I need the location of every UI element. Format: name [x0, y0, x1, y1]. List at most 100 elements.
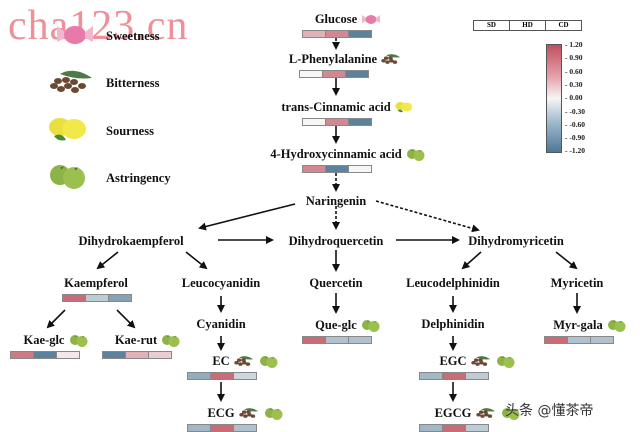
node-kaerut: Kae-rut	[115, 333, 157, 348]
heatmap-cell-hd	[326, 31, 349, 37]
taste-icons	[157, 331, 182, 349]
node-label: EGC	[439, 354, 467, 368]
node-label: Leucocyanidin	[181, 276, 261, 290]
column-label-cd: CD	[558, 21, 569, 29]
node-label: L-Phenylalanine	[288, 52, 378, 66]
colorbar	[546, 44, 562, 153]
node-delphinidin: Delphinidin	[421, 317, 484, 332]
heatmap-cell-cd	[349, 119, 371, 125]
node-label: ECG	[207, 406, 235, 420]
heatmap-cell-cd	[466, 425, 488, 431]
heatmap-cell-sd	[420, 373, 443, 379]
legend-label-astringency: Astringency	[106, 171, 171, 185]
node-label: EC	[212, 354, 230, 368]
taste-icons	[467, 352, 517, 370]
taste-icons	[357, 10, 382, 28]
node-label: trans-Cinnamic acid	[281, 100, 391, 114]
node-label: Glucose	[314, 12, 358, 26]
node-dihydromyricetin: Dihydromyricetin	[468, 234, 564, 249]
coffee-beans-icon	[233, 356, 253, 367]
heatmap-bar	[299, 70, 369, 78]
taste-icons	[391, 98, 414, 116]
candy-icon	[362, 15, 380, 25]
coffee-beans-icon	[381, 54, 401, 65]
legend-label-sweetness: Sweetness	[106, 29, 160, 43]
node-kaempferol: Kaempferol	[64, 276, 128, 291]
persimmon-icon	[501, 407, 519, 420]
heatmap-bar	[302, 336, 372, 344]
taste-icons	[603, 316, 628, 334]
taste-icons	[377, 50, 402, 68]
column-label-sd: SD	[474, 21, 510, 30]
legend-label-bitterness: Bitterness	[106, 76, 160, 90]
heatmap-cell-sd	[303, 31, 326, 37]
taste-icons	[472, 404, 522, 422]
colorbar-tick: - 0.90	[565, 53, 583, 63]
heatmap-cell-sd	[103, 352, 126, 358]
arrow-dihydrokaempferol-to-leucocyanidin	[185, 251, 208, 270]
heatmap-cell-cd	[349, 31, 371, 37]
heatmap-cell-cd	[234, 373, 256, 379]
heatmap-cell-hd	[86, 295, 109, 301]
lemon-icon	[394, 102, 412, 113]
heatmap-cell-hd	[443, 373, 466, 379]
heatmap-cell-hd	[326, 119, 349, 125]
heatmap-bar	[102, 351, 172, 359]
column-label-hd: HD	[510, 21, 546, 30]
node-naringenin: Naringenin	[306, 194, 366, 209]
node-quercetin: Quercetin	[309, 276, 362, 291]
taste-icons	[235, 404, 285, 422]
lemon-icon	[49, 118, 86, 141]
heatmap-cell-cd	[349, 166, 371, 172]
node-myrgala: Myr-gala	[553, 318, 603, 333]
node-ec: EC	[212, 354, 229, 369]
node-dihydrokaempferol: Dihydrokaempferol	[78, 234, 183, 249]
heatmap-cell-hd	[326, 166, 349, 172]
colorbar-tick: - -0.90	[565, 133, 585, 143]
heatmap-cell-cd	[149, 352, 171, 358]
persimmon-icon	[362, 319, 380, 332]
node-label: Que-glc	[315, 318, 357, 332]
node-label: Myricetin	[550, 276, 604, 290]
heatmap-cell-sd	[303, 166, 326, 172]
heatmap-bar	[544, 336, 614, 344]
colorbar-tick: - 0.30	[565, 79, 583, 89]
watermark-author: 头条 @懂茶帝	[505, 403, 594, 419]
taste-icons	[65, 331, 90, 349]
coffee-beans-icon	[470, 356, 490, 367]
colorbar-tick: - -0.30	[565, 106, 585, 116]
heatmap-cell-sd	[11, 352, 34, 358]
node-label: Quercetin	[309, 276, 363, 290]
heatmap-cell-sd	[303, 337, 326, 343]
taste-icons	[357, 316, 382, 334]
heatmap-bar	[302, 30, 372, 38]
coffee-beans-icon	[50, 70, 92, 93]
node-leucocyanidin: Leucocyanidin	[182, 276, 261, 291]
coffee-beans-icon	[475, 408, 495, 419]
candy-icon	[57, 26, 93, 44]
heatmap-cell-sd	[63, 295, 86, 301]
node-label: Dihydrokaempferol	[78, 234, 184, 248]
node-ecg: ECG	[207, 406, 234, 421]
node-kaeglc: Kae-glc	[24, 333, 65, 348]
heatmap-cell-cd	[346, 71, 368, 77]
node-label: Kae-glc	[23, 333, 65, 347]
arrow-naringenin-to-dihydromyricetin	[375, 200, 480, 233]
colorbar-tick: - 0.60	[565, 66, 583, 76]
heatmap-cell-sd	[545, 337, 568, 343]
node-cinnamic: trans-Cinnamic acid	[281, 100, 390, 115]
colorbar-tick: - -0.60	[565, 119, 585, 129]
heatmap-bar	[187, 372, 257, 380]
node-phenylalanine: L-Phenylalanine	[289, 52, 377, 67]
node-label: Naringenin	[305, 194, 367, 208]
node-label: 4-Hydroxycinnamic acid	[270, 147, 402, 161]
heatmap-cell-hd	[568, 337, 591, 343]
heatmap-cell-cd	[57, 352, 79, 358]
arrow-kaempferol-to-kaerut	[116, 309, 136, 329]
heatmap-cell-hd	[211, 425, 234, 431]
heatmap-cell-hd	[323, 71, 346, 77]
heatmap-bar	[10, 351, 80, 359]
persimmon-icon	[162, 334, 180, 347]
heatmap-cell-sd	[420, 425, 443, 431]
